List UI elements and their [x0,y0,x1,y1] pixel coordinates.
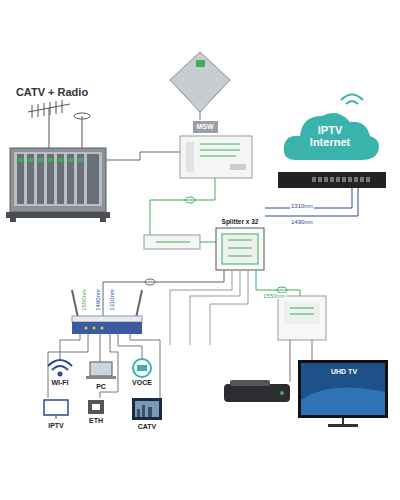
icon-caption: PC [95,383,108,391]
wavelength-label: 1310nm [109,288,115,312]
drop-fibre [210,270,248,345]
drop-fibre [170,270,232,345]
tv-icon [132,398,162,420]
splitter-label: Splitter x 32 [220,218,260,225]
fibre-line [265,188,358,216]
node-text: Splitter x 32 [221,218,259,225]
coax-cable [312,340,313,362]
wavelength-label: 1550nm [81,288,87,312]
screen-label: UHD TV [330,368,358,375]
coax-cable [290,340,291,382]
node-text: CATV + Radio [15,86,89,98]
monitor-icon [44,400,68,419]
cloud-node: IPTV Internet [297,124,364,148]
fibre-coil [185,197,195,203]
drop-fibre [190,270,240,345]
headend-rack [6,148,110,222]
ont-box [278,296,326,340]
multiswitch-box: MSW [193,121,218,133]
splitter-box [216,228,264,270]
antennas [28,100,90,148]
optical-transmitter [180,136,252,178]
node-text: IPTV [48,422,65,430]
icon-caption: IPTV [47,422,66,430]
satellite-dish [170,52,230,120]
icon-caption: WI-FI [50,379,71,387]
wavelength-label: 1310nm [290,203,314,209]
ethernet-icon [88,400,104,414]
wavelength-label: 1490nm [95,288,101,312]
node-text: WI-FI [51,379,70,387]
drop-fibre [103,270,224,318]
icon-caption: VOCE [131,379,154,387]
fibre-line [265,188,352,208]
headend-label: CATV + Radio [14,86,90,98]
node-text: CATV [137,423,157,431]
fibre-line [150,178,215,235]
lan-cables [48,334,160,398]
phone-icon [133,359,151,377]
wifi-icon [48,360,72,376]
wavelength-label: 1550nm [262,293,286,299]
icon-caption: CATV [136,423,158,431]
laptop-icon [86,362,116,379]
node-text: PC [96,383,107,391]
node-text: VOCE [132,379,153,387]
icon-caption: ETH [88,417,105,425]
cloud-shape [284,95,379,161]
uhd-television [298,360,388,427]
set-top-box [224,380,290,402]
fibre-line [200,242,216,243]
node-text: ETH [89,417,104,425]
node-text: IPTV Internet [298,124,363,148]
optical-amplifier [144,235,200,249]
node-text: MSW [196,123,215,131]
coax-cable [106,152,180,160]
wavelength-label: 1490nm [290,219,314,225]
olt-rack [278,172,386,188]
